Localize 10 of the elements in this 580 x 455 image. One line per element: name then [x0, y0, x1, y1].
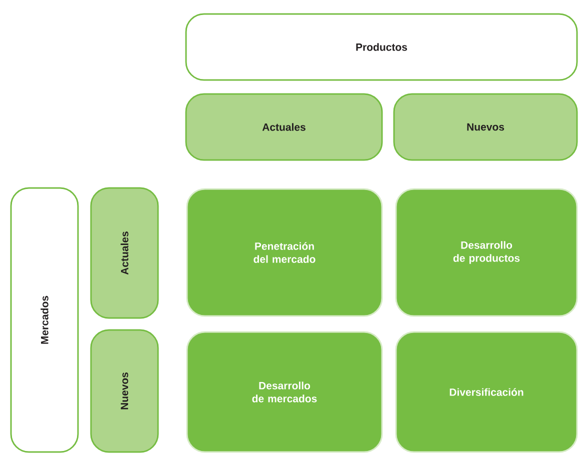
category-box: Nuevos	[393, 93, 578, 161]
strategy-box: Desarrollo de mercados	[186, 331, 383, 453]
category-box: Actuales	[90, 187, 159, 319]
category-box: Nuevos	[90, 329, 159, 453]
header-box: Mercados	[10, 187, 79, 453]
strategy-box: Diversificación	[395, 331, 578, 453]
category-box: Actuales	[185, 93, 383, 161]
strategy-box: Desarrollo de productos	[395, 188, 578, 317]
header-box: Productos	[185, 13, 578, 81]
strategy-box: Penetración del mercado	[186, 188, 383, 317]
